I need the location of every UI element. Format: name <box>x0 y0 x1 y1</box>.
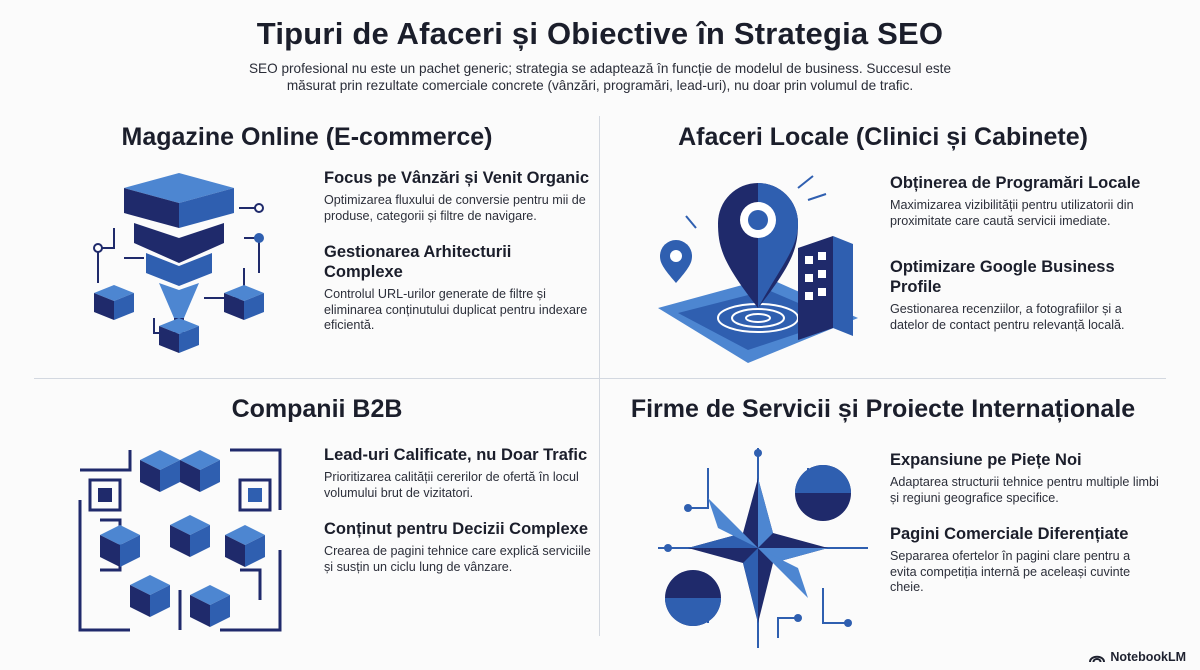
item-title: Focus pe Vânzări și Venit Organic <box>324 169 589 187</box>
list-item: Obținerea de Programări Locale Maximizar… <box>890 173 1160 229</box>
item-title: Lead-uri Calificate, nu Doar Trafic <box>324 446 588 464</box>
item-description: Controlul URL-urilor generate de filtre … <box>324 287 588 332</box>
header: Tipuri de Afaceri și Obiective în Strate… <box>0 0 1200 94</box>
list-item: Lead-uri Calificate, nu Doar Trafic Prio… <box>324 445 594 501</box>
quadrant-title: Afaceri Locale (Clinici și Cabinete) <box>678 123 1088 151</box>
page-subtitle: SEO profesional nu este un pachet generi… <box>248 61 952 93</box>
horizontal-divider <box>34 378 1166 379</box>
quadrant-ecommerce: Magazine Online (E-commerce) <box>34 118 600 378</box>
b2b-network-icon <box>70 440 290 640</box>
item-title: Obținerea de Programări Locale <box>890 174 1141 192</box>
brand-watermark: NotebookLM <box>1089 650 1186 664</box>
quadrant-international: Firme de Servicii și Proiecte Internațio… <box>600 390 1166 650</box>
quadrant-items: Focus pe Vânzări și Venit Organic Optimi… <box>324 168 594 352</box>
quadrant-items: Obținerea de Programări Locale Maximizar… <box>890 173 1160 351</box>
item-title: Expansiune pe Piețe Noi <box>890 451 1082 469</box>
item-description: Gestionarea recenziilor, a fotografiilor… <box>890 302 1125 332</box>
item-title: Optimizare Google Business Profile <box>890 258 1115 296</box>
item-description: Optimizarea fluxului de conversie pentru… <box>324 193 586 223</box>
international-star-icon <box>648 448 878 648</box>
list-item: Expansiune pe Piețe Noi Adaptarea struct… <box>890 450 1160 506</box>
list-item: Optimizare Google Business Profile Gesti… <box>890 257 1160 333</box>
map-pin-icon <box>648 168 878 368</box>
quadrant-items: Expansiune pe Piețe Noi Adaptarea struct… <box>890 450 1160 614</box>
quadrant-local: Afaceri Locale (Clinici și Cabinete) <box>600 118 1166 378</box>
page-title: Tipuri de Afaceri și Obiective în Strate… <box>256 16 944 51</box>
ecommerce-funnel-icon <box>84 168 314 358</box>
quadrant-b2b: Companii B2B <box>34 390 600 650</box>
vertical-divider <box>599 116 600 636</box>
item-description: Separarea ofertelor în pagini clare pent… <box>890 549 1131 594</box>
item-title: Pagini Comerciale Diferențiate <box>890 525 1129 543</box>
item-description: Maximizarea vizibilității pentru utiliza… <box>890 198 1134 228</box>
list-item: Gestionarea Arhitecturii Complexe Contro… <box>324 242 594 334</box>
quadrant-title: Magazine Online (E-commerce) <box>121 123 493 151</box>
notebooklm-logo-icon <box>1089 655 1106 663</box>
list-item: Conținut pentru Decizii Complexe Crearea… <box>324 519 594 575</box>
item-description: Prioritizarea calității cererilor de ofe… <box>324 470 579 500</box>
list-item: Focus pe Vânzări și Venit Organic Optimi… <box>324 168 594 224</box>
list-item: Pagini Comerciale Diferențiate Separarea… <box>890 524 1160 596</box>
quadrant-items: Lead-uri Calificate, nu Doar Trafic Prio… <box>324 445 594 593</box>
item-title: Conținut pentru Decizii Complexe <box>324 520 589 538</box>
item-title: Gestionarea Arhitecturii Complexe <box>324 243 512 281</box>
item-description: Adaptarea structurii tehnice pentru mult… <box>890 475 1159 505</box>
item-description: Crearea de pagini tehnice care explică s… <box>324 544 591 574</box>
quadrant-title: Firme de Servicii și Proiecte Internațio… <box>630 395 1136 423</box>
brand-name: NotebookLM <box>1110 650 1186 664</box>
quadrant-title: Companii B2B <box>231 395 403 423</box>
